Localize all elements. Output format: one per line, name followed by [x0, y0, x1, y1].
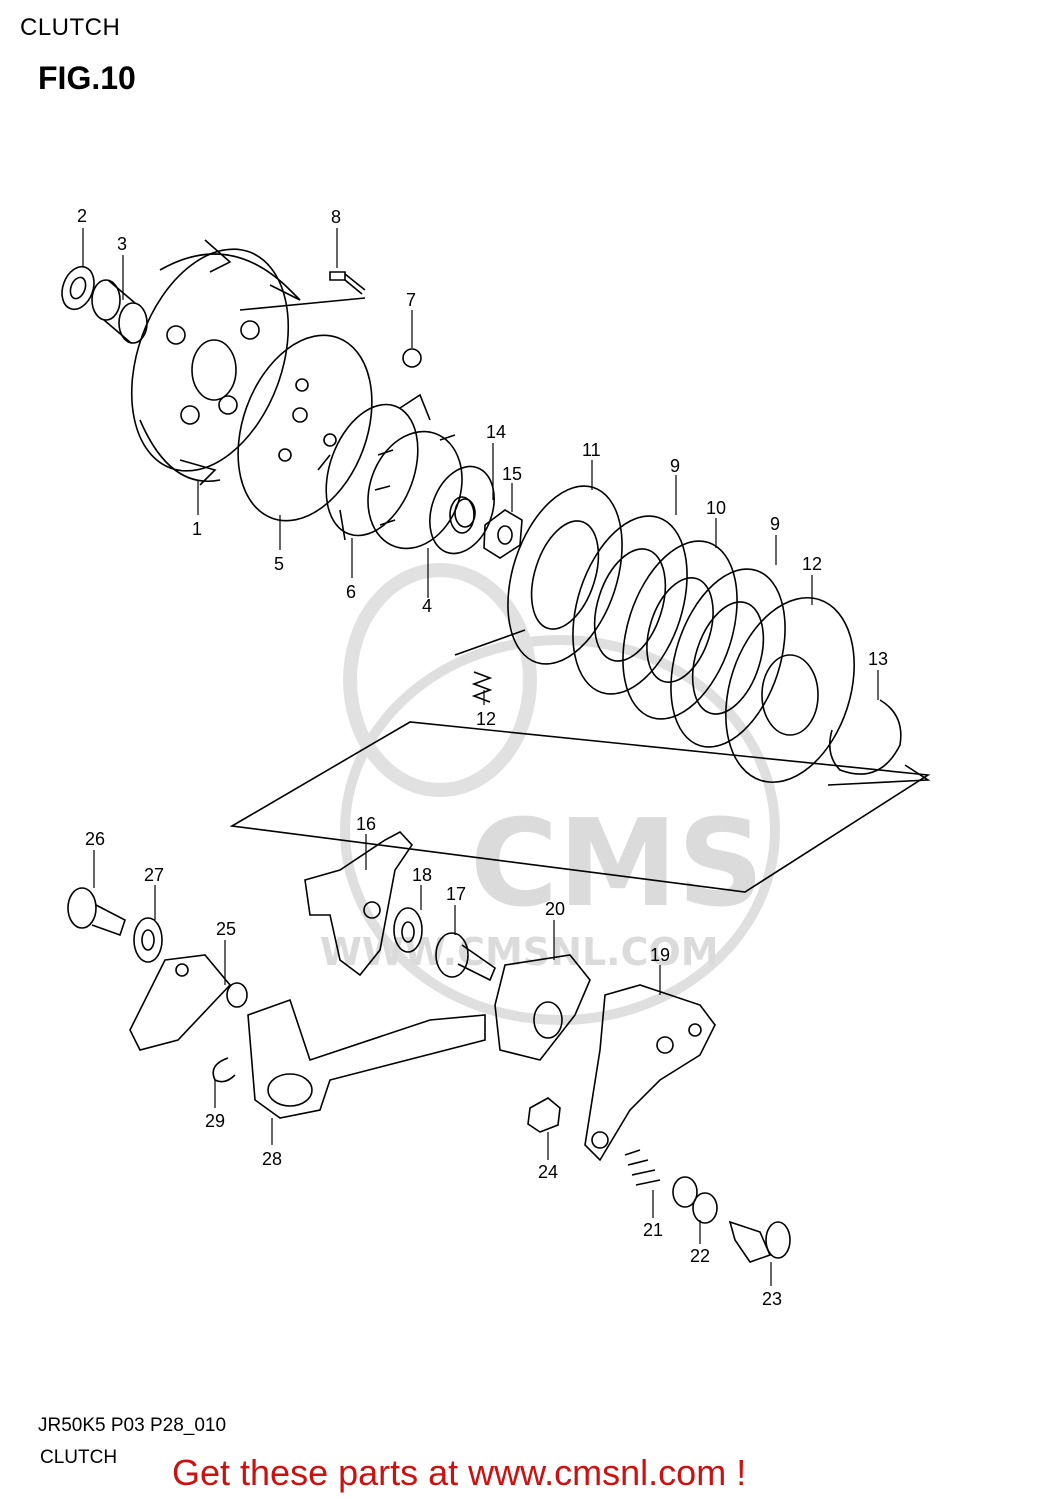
watermark-brand: CMS: [470, 795, 764, 934]
drawing-code: JR50K5 P03 P28_010: [38, 1415, 227, 1436]
friction-disc-9b: [670, 568, 786, 748]
callout-19: 18: [412, 865, 432, 885]
friction-disc-9a: [572, 515, 688, 695]
callout-29: 28: [262, 1149, 282, 1169]
bolt-27: [67, 887, 126, 937]
friction-disc-12: [507, 485, 623, 665]
section-title: CLUTCH: [20, 14, 121, 41]
callout-30: 29: [205, 1111, 225, 1131]
ball-7: [402, 348, 422, 368]
plate-11: [622, 540, 738, 720]
callout-5: 5: [274, 554, 284, 574]
callout-9b: 9: [770, 514, 780, 534]
callout-28: 27: [144, 865, 164, 885]
bushing-3: [91, 279, 148, 344]
washer-28: [133, 917, 163, 963]
clip-30: [212, 1057, 236, 1083]
callout-25: 24: [538, 1162, 558, 1182]
spring-13: [471, 671, 493, 703]
callout-2: 2: [77, 206, 87, 226]
footer-caption: CLUTCH: [40, 1447, 118, 1468]
callout-10: 12: [802, 554, 822, 574]
bolt-24: [728, 1220, 791, 1263]
callout-3: 3: [117, 234, 127, 254]
assembly-line-upper: [239, 297, 931, 786]
washer-19: [393, 907, 423, 953]
cover-plate-20: [584, 984, 716, 1162]
collar-23: [672, 1176, 718, 1224]
leader-lines: [82, 228, 879, 1286]
callout-20: 19: [650, 945, 670, 965]
callout-6: 6: [346, 582, 356, 602]
callout-14: 13: [868, 649, 888, 669]
callout-1: 1: [192, 519, 202, 539]
callout-18: 17: [446, 884, 466, 904]
callout-8: 8: [331, 207, 341, 227]
callout-12: 11: [582, 440, 601, 460]
callout-16: 15: [502, 464, 522, 484]
washer-15: [454, 498, 476, 528]
clutch-plate-5: [237, 334, 373, 522]
adjuster-18: [435, 932, 496, 982]
callout-17: 16: [356, 814, 376, 834]
callout-27: 26: [85, 829, 105, 849]
callout-9a: 9: [670, 456, 680, 476]
plate-17: [304, 831, 414, 977]
nut-25: [527, 1097, 561, 1133]
callout-22: 21: [643, 1220, 663, 1240]
nut-16: [483, 509, 523, 559]
callout-24: 23: [762, 1289, 782, 1309]
watermark: CMS WWW.CMSNL.COM: [320, 563, 780, 1025]
callout-labels: 2 3 1 8 7 5 6 4 14 15 11 9 10 9 12 13 12…: [77, 206, 888, 1309]
watermark-site: WWW.CMSNL.COM: [320, 930, 719, 974]
shop-link[interactable]: Get these parts at www.cmsnl.com !: [172, 1452, 747, 1493]
circlip-14: [829, 699, 902, 775]
cam-21: [494, 954, 591, 1061]
pressure-plate-10: [725, 596, 855, 784]
clutch-housing: [130, 239, 301, 486]
spring-22: [624, 1149, 661, 1186]
callout-23: 22: [690, 1246, 710, 1266]
callout-13: 12: [476, 709, 496, 729]
callout-7: 7: [406, 290, 416, 310]
assembly-parallelogram: [229, 721, 931, 893]
screw-8: [329, 271, 366, 295]
callout-15: 14: [486, 422, 506, 442]
callout-11: 10: [706, 498, 726, 518]
figure-number: FIG.10: [38, 60, 136, 96]
callout-21: 20: [545, 899, 565, 919]
arm-29: [247, 998, 486, 1119]
gear-4: [367, 430, 495, 555]
callout-4: 4: [422, 596, 432, 616]
callout-26: 25: [216, 919, 236, 939]
carrier-6: [317, 393, 431, 541]
lever-26: [129, 954, 248, 1051]
